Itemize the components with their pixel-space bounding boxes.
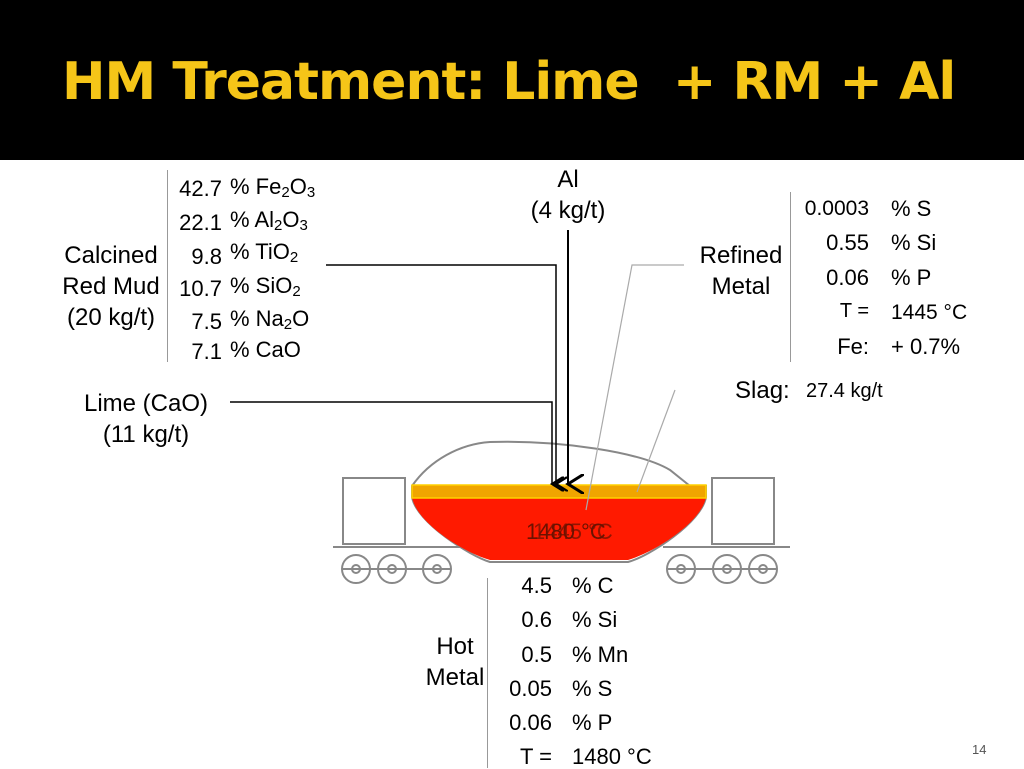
left-wagon-box — [342, 477, 406, 545]
refined-fe-value: + 0.7% — [891, 334, 961, 359]
page-number: 14 — [972, 742, 987, 757]
hm-temp-label: T = — [519, 744, 552, 769]
refined-p-value: 0.06 — [826, 265, 869, 290]
refined-temp-value: 1445 °C — [891, 301, 968, 324]
red-mud-feed-line — [326, 264, 556, 484]
slag-pointer — [636, 389, 676, 493]
slide-title: HM Treatment: Lime + RM + Al — [62, 52, 956, 112]
refined-si-unit: % Si — [891, 230, 937, 255]
wheel-set-right — [666, 554, 778, 584]
lime-feed-line — [230, 401, 552, 484]
cao-value: 7.1 — [191, 339, 222, 364]
sio2-value: 10.7 — [179, 276, 222, 301]
ladle-temp-initial: 1480 °C — [526, 519, 606, 544]
title-bar: HM Treatment: Lime + RM + Al — [0, 0, 1024, 160]
wheel-set-left — [341, 554, 452, 584]
hm-s-value: 0.05 — [509, 676, 552, 701]
hm-c-value: 4.5 — [521, 573, 552, 598]
hot-metal-label: Hot Metal — [425, 633, 485, 691]
hm-si-value: 0.6 — [521, 607, 552, 632]
hm-s-unit: % S — [572, 676, 613, 701]
hm-mn-unit: % Mn — [572, 642, 629, 667]
fe2o3-label: % Fe2O3 — [230, 174, 316, 201]
slag-layer — [411, 484, 707, 499]
refined-temp-label: T = — [839, 300, 869, 322]
tio2-label: % TiO2 — [230, 239, 299, 266]
hm-si-unit: % Si — [572, 607, 618, 632]
red-mud-label: Calcined Red Mud (20 kg/t) — [62, 242, 160, 331]
hot-metal-divider — [487, 578, 488, 768]
na2o-label: % Na2O — [230, 306, 310, 333]
ladle-temp-final: 1445 °C — [533, 519, 613, 544]
refined-p-unit: % P — [891, 265, 932, 290]
refined-s-value: 0.0003 — [804, 197, 869, 220]
al2o3-value: 22.1 — [179, 210, 222, 235]
fe2o3-value: 42.7 — [179, 176, 222, 201]
refined-metal-pointer — [585, 264, 684, 511]
hm-p-value: 0.06 — [509, 710, 552, 735]
cao-label: % CaO — [230, 337, 301, 362]
refined-metal-label: Refined Metal — [699, 242, 783, 300]
na2o-value: 7.5 — [191, 309, 222, 334]
hm-mn-value: 0.5 — [521, 642, 552, 667]
tio2-value: 9.8 — [191, 244, 222, 269]
refined-s-unit: % S — [891, 196, 932, 221]
slag-value: 27.4 kg/t — [806, 380, 883, 402]
sio2-label: % SiO2 — [230, 273, 301, 300]
hm-p-unit: % P — [572, 710, 613, 735]
al-label: Al (4 kg/t) — [530, 166, 606, 224]
right-wagon-box — [711, 477, 775, 545]
al2o3-label: % Al2O3 — [230, 207, 308, 234]
slag-label: Slag: — [735, 377, 790, 404]
hm-c-unit: % C — [572, 573, 614, 598]
molten-metal — [412, 497, 706, 560]
refined-metal-divider — [790, 192, 791, 362]
refined-fe-label: Fe: — [837, 334, 869, 359]
lime-label: Lime (CaO) (11 kg/t) — [83, 390, 209, 448]
red-mud-divider — [167, 170, 168, 362]
refined-si-value: 0.55 — [826, 230, 869, 255]
hm-temp-value: 1480 °C — [572, 744, 652, 769]
